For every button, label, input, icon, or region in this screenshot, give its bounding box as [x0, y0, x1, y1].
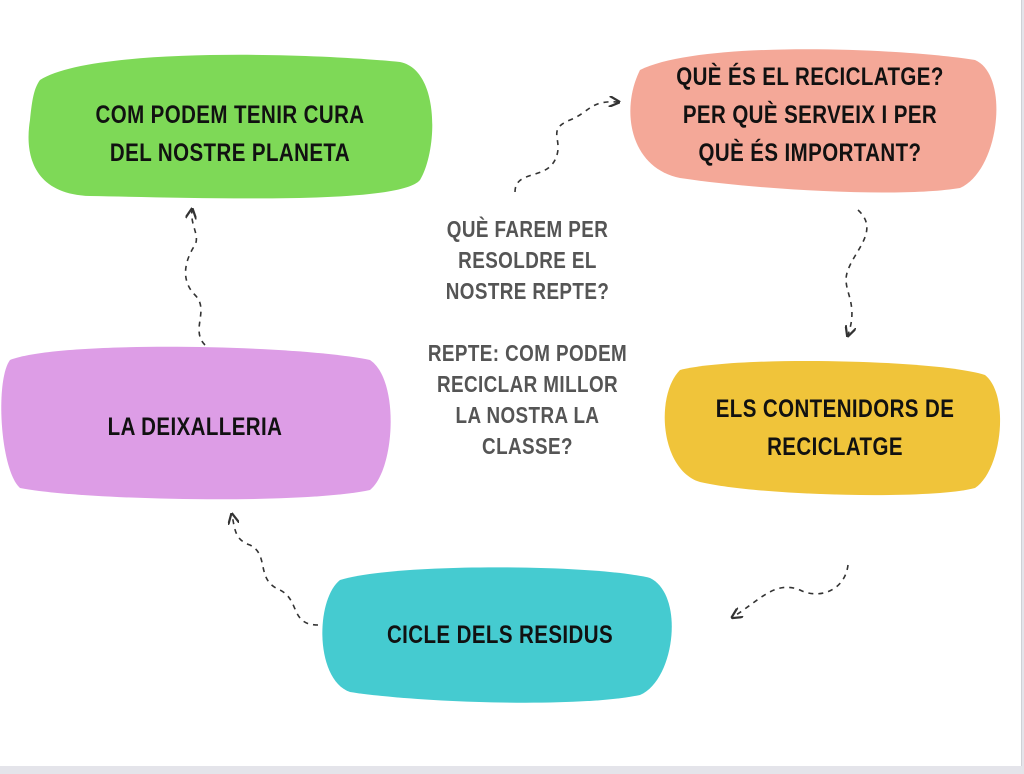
- arrow-right-to-bottom: [733, 564, 849, 617]
- arrow-bottom-to-left: [232, 515, 319, 626]
- node-top-right-text: QUÈ ÉS EL RECICLATGE? PER QUÈ SERVEIX I …: [676, 63, 944, 167]
- blob-cyan: [322, 567, 672, 703]
- center-question: QUÈ FAREM PER RESOLDRE EL NOSTRE REPTE?: [445, 216, 610, 304]
- center-challenge: REPTE: COM PODEM RECICLAR MILLOR LA NOST…: [427, 340, 628, 459]
- node-top-left-text: COM PODEM TENIR CURA DEL NOSTRE PLANETA: [95, 101, 365, 167]
- arrow-left-to-top-left: [184, 210, 206, 346]
- node-left-text: LA DEIXALLERIA: [107, 413, 283, 441]
- arrow-center-to-top-right: [514, 102, 618, 193]
- center-text: QUÈ FAREM PER RESOLDRE EL NOSTRE REPTE? …: [427, 214, 628, 462]
- arrow-top-right-to-right: [846, 209, 868, 335]
- blob-green: [28, 54, 433, 199]
- blob-purple: [1, 346, 391, 500]
- node-right-text: ELS CONTENIDORS DE RECICLATGE: [715, 395, 955, 461]
- node-bottom-text: CICLE DELS RESIDUS: [386, 621, 614, 649]
- blob-salmon: [630, 49, 997, 193]
- blob-yellow: [664, 360, 1001, 496]
